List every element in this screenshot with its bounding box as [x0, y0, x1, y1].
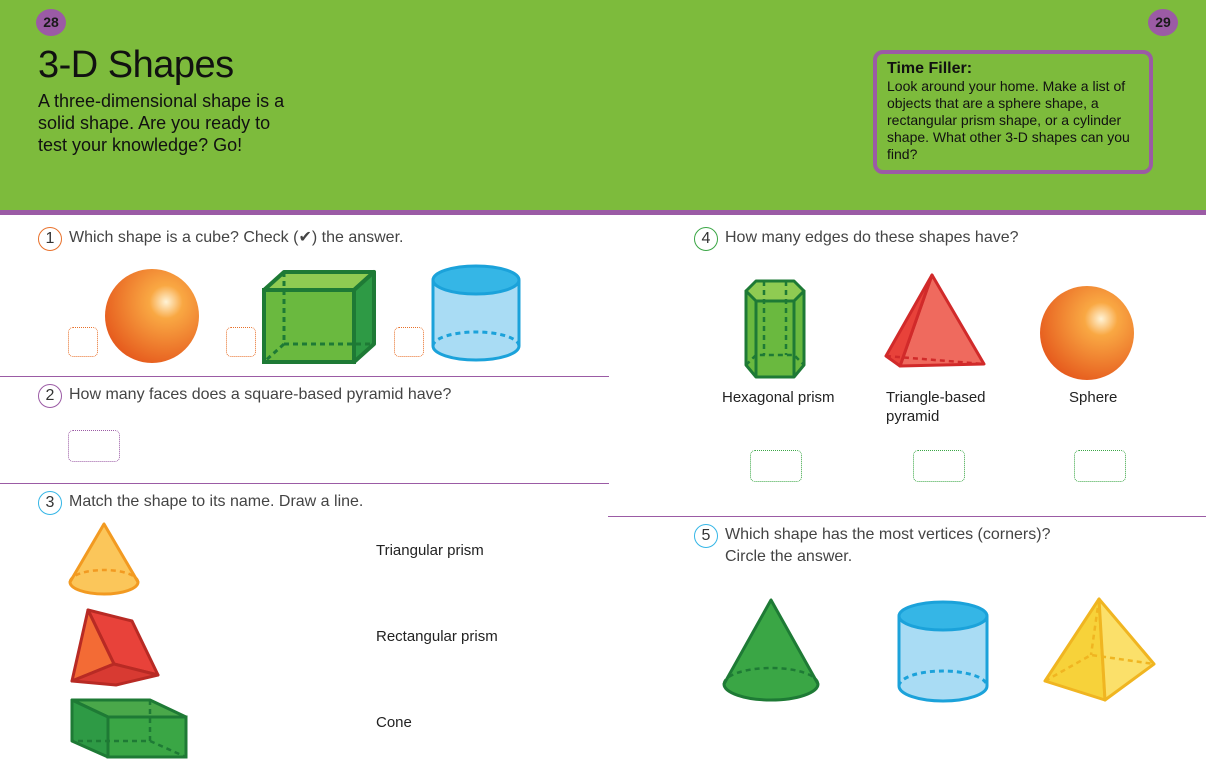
name-triangular-prism: Triangular prism [376, 542, 484, 559]
question-5: 5 Which shape has the most vertices (cor… [694, 524, 1050, 568]
cube-icon [262, 270, 376, 364]
question-3: 3 Match the shape to its name. Draw a li… [38, 491, 363, 515]
answer-checkbox-cube[interactable] [226, 327, 256, 357]
triangle-pyramid-icon [884, 273, 986, 368]
answer-box-faces[interactable] [68, 430, 120, 462]
label-triangle-pyramid: Triangle-based pyramid [886, 389, 986, 425]
name-cone: Cone [376, 714, 412, 731]
cone-icon[interactable] [722, 598, 820, 704]
question-number: 4 [694, 227, 718, 251]
triangular-prism-icon [70, 608, 160, 687]
answer-box-triangle-pyramid[interactable] [913, 450, 965, 482]
time-filler-box: Time Filler: Look around your home. Make… [873, 50, 1153, 174]
question-2: 2 How many faces does a square-based pyr… [38, 384, 451, 408]
section-divider [0, 483, 609, 484]
hexagonal-prism-icon [744, 279, 806, 379]
cone-icon [68, 522, 140, 596]
answer-checkbox-cylinder[interactable] [394, 327, 424, 357]
rectangular-prism-icon [70, 698, 188, 759]
answer-checkbox-sphere[interactable] [68, 327, 98, 357]
question-number: 5 [694, 524, 718, 548]
question-text: Match the shape to its name. Draw a line… [69, 493, 364, 510]
question-1: 1 Which shape is a cube? Check (✔) the a… [38, 227, 403, 251]
time-filler-heading: Time Filler: [887, 60, 973, 77]
name-rectangular-prism: Rectangular prism [376, 628, 498, 645]
question-text: Which shape is a cube? Check (✔) the ans… [69, 229, 404, 246]
question-number: 3 [38, 491, 62, 515]
question-text: How many edges do these shapes have? [725, 229, 1019, 246]
sphere-icon [105, 269, 199, 363]
section-divider [0, 376, 609, 377]
question-text: How many faces does a square-based pyram… [69, 386, 452, 403]
label-hexagonal-prism: Hexagonal prism [722, 389, 835, 406]
page-number-right: 29 [1148, 9, 1178, 36]
page-title: 3-D Shapes [38, 44, 234, 86]
answer-box-hexagonal-prism[interactable] [750, 450, 802, 482]
section-divider [608, 516, 1206, 517]
question-number: 2 [38, 384, 62, 408]
question-number: 1 [38, 227, 62, 251]
label-sphere: Sphere [1069, 389, 1118, 406]
header-divider [0, 210, 1206, 215]
question-4: 4 How many edges do these shapes have? [694, 227, 1019, 251]
square-pyramid-icon[interactable] [1043, 597, 1157, 703]
intro-text: A three-dimensional shape is a solid sha… [38, 91, 285, 155]
cylinder-icon[interactable] [897, 600, 989, 704]
time-filler-text: Look around your home. Make a list of ob… [887, 78, 1130, 162]
question-text: Which shape has the most vertices (corne… [725, 526, 1051, 565]
sphere-icon [1040, 286, 1134, 380]
page-number-left: 28 [36, 9, 66, 36]
cylinder-icon [431, 264, 521, 362]
answer-box-sphere[interactable] [1074, 450, 1126, 482]
